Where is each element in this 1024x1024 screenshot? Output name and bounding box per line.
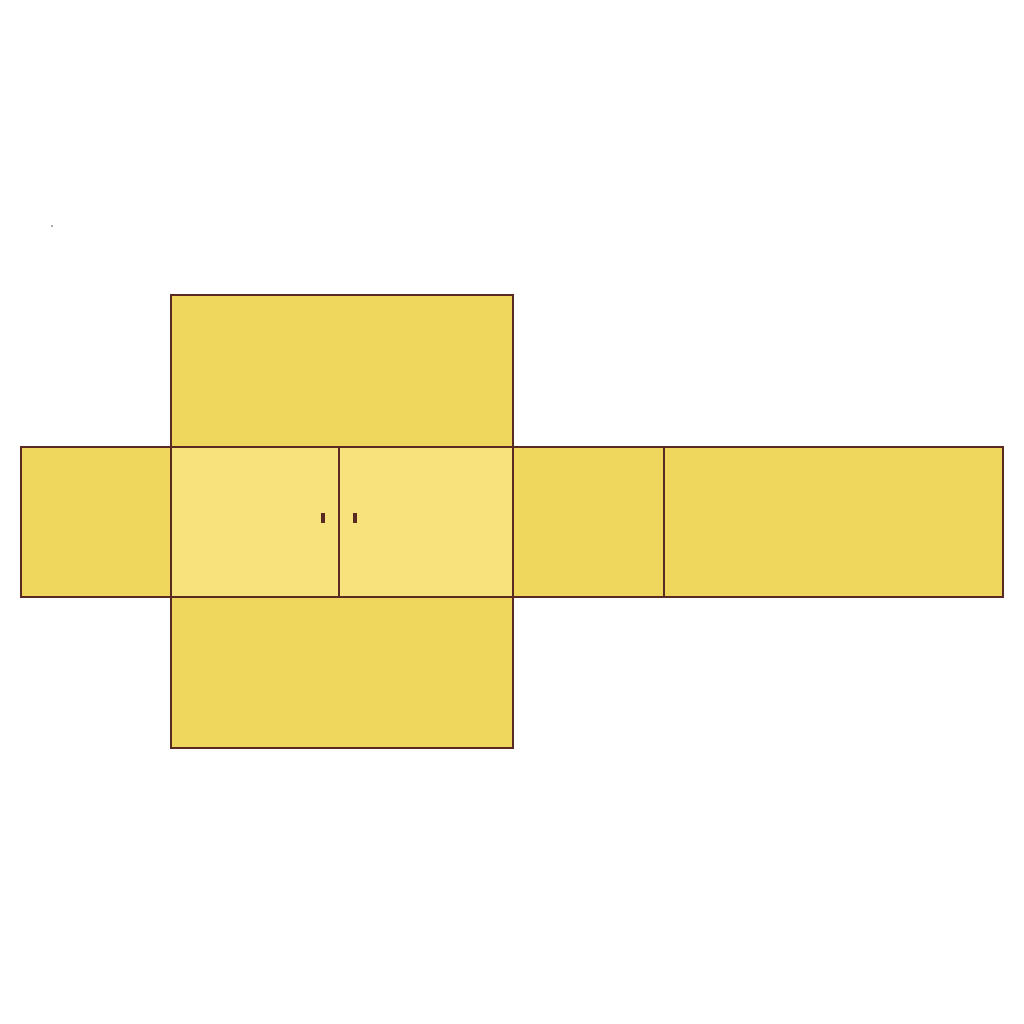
front-left-door-handle (321, 513, 325, 523)
right-side-panel (512, 446, 665, 598)
handles-layer (321, 513, 357, 523)
front-left-door-panel (170, 446, 340, 598)
front-right-door-handle (353, 513, 357, 523)
back-panel (663, 446, 1004, 598)
panels-layer (20, 294, 1004, 749)
bottom-panel (170, 596, 514, 749)
left-side-panel (20, 446, 172, 598)
front-right-door-panel (338, 446, 514, 598)
top-panel (170, 294, 514, 448)
stray-dot (51, 225, 53, 227)
